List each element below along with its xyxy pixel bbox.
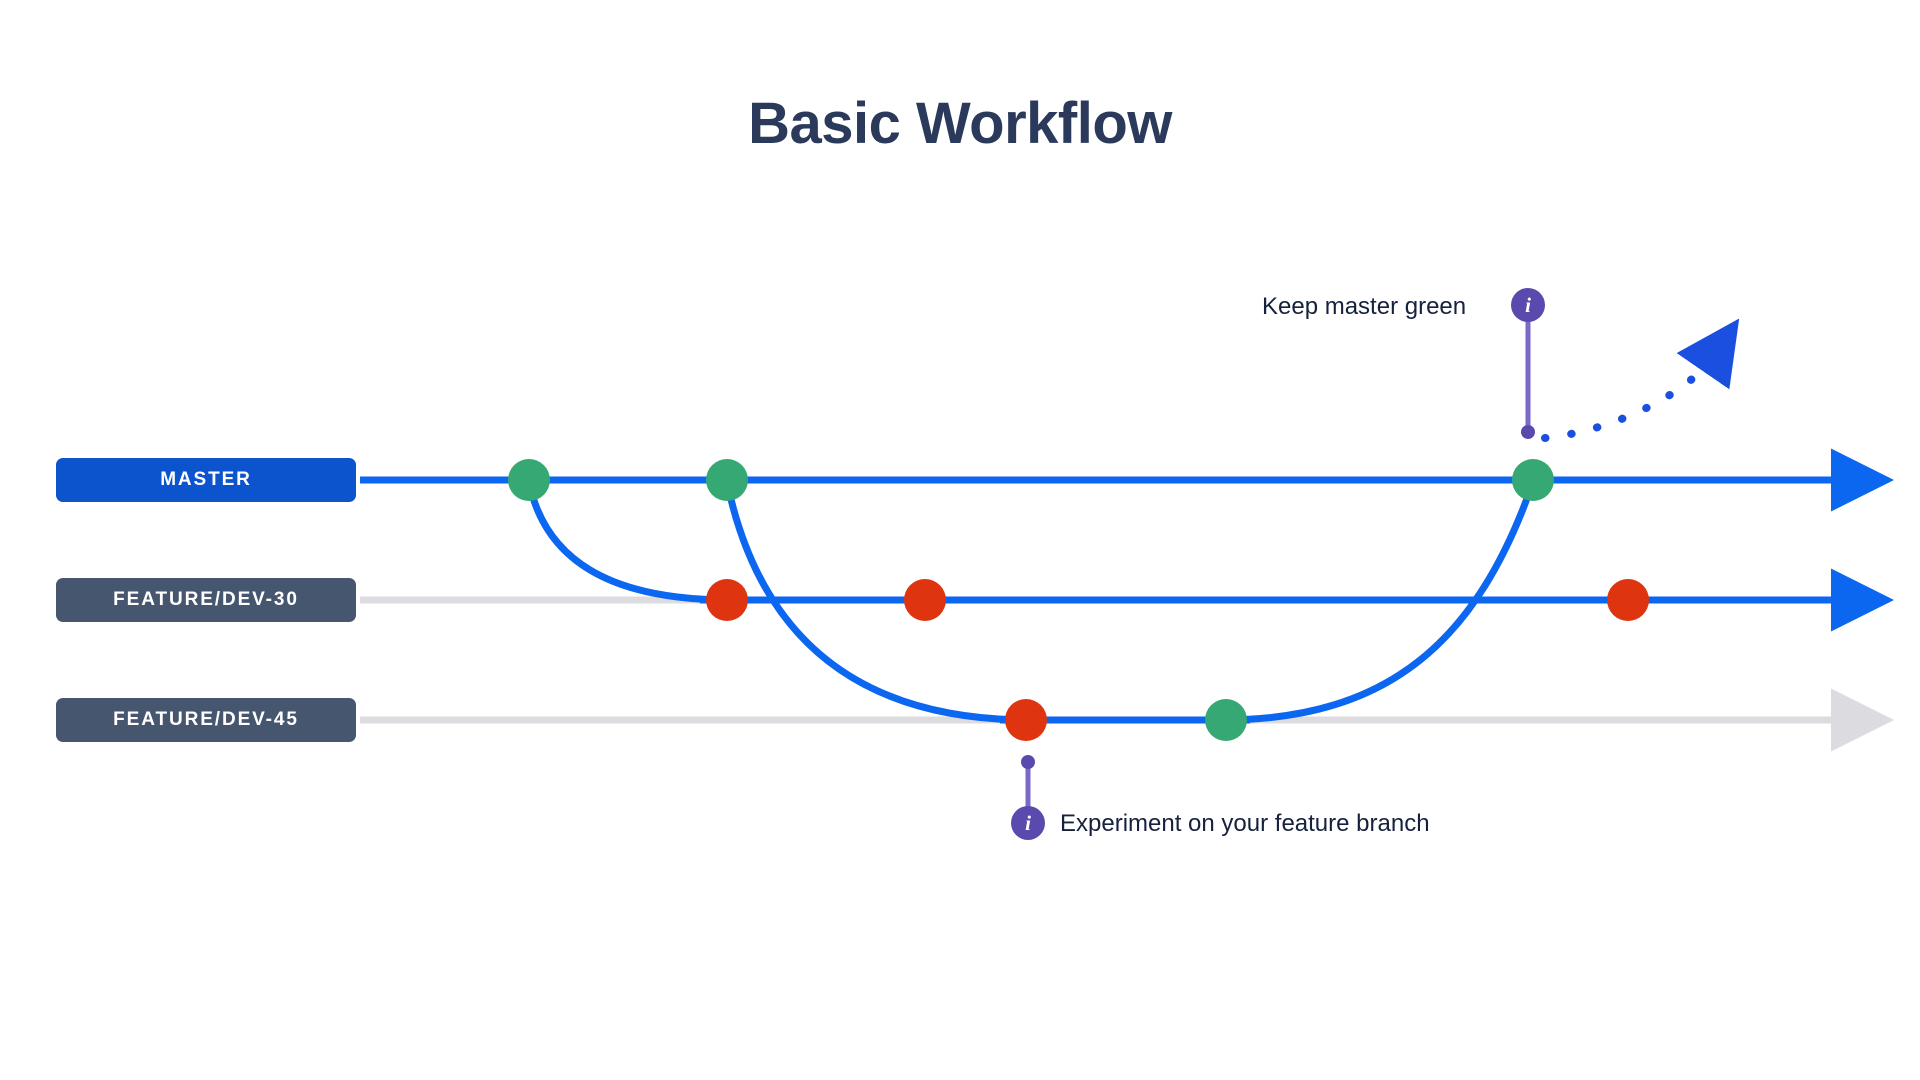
info-icon[interactable]: i <box>1511 288 1545 322</box>
branch-curve-master-to-dev30 <box>525 478 734 604</box>
branch-label-master-text: MASTER <box>160 469 252 490</box>
branch-label-dev45-text: FEATURE/DEV-45 <box>113 709 299 730</box>
page-title: Basic Workflow <box>748 91 1172 156</box>
branch-label-master[interactable]: MASTER <box>56 458 356 502</box>
commit-nodes <box>508 459 1649 741</box>
leader-keep-master-green <box>1521 319 1535 439</box>
leader-experiment-feature <box>1021 755 1035 811</box>
commit-node-green[interactable] <box>706 459 748 501</box>
commit-node-red[interactable] <box>1005 699 1047 741</box>
branch-curve-master-to-dev45 <box>723 478 1034 724</box>
branch-label-dev30[interactable]: FEATURE/DEV-30 <box>56 578 356 622</box>
branch-label-dev45[interactable]: FEATURE/DEV-45 <box>56 698 356 742</box>
commit-node-red[interactable] <box>1607 579 1649 621</box>
annotation-experiment-feature-text: Experiment on your feature branch <box>1060 810 1430 837</box>
commit-node-green[interactable] <box>1205 699 1247 741</box>
commit-node-red[interactable] <box>706 579 748 621</box>
commit-node-red[interactable] <box>904 579 946 621</box>
merge-curve-dev45-to-master <box>1218 478 1537 724</box>
dotted-merge-arrow <box>1541 318 1740 442</box>
info-icon[interactable]: i <box>1011 806 1045 840</box>
annotation-keep-master-green-text: Keep master green <box>1262 293 1467 320</box>
commit-node-green[interactable] <box>1512 459 1554 501</box>
commit-node-green[interactable] <box>508 459 550 501</box>
branch-label-dev30-text: FEATURE/DEV-30 <box>113 589 299 610</box>
